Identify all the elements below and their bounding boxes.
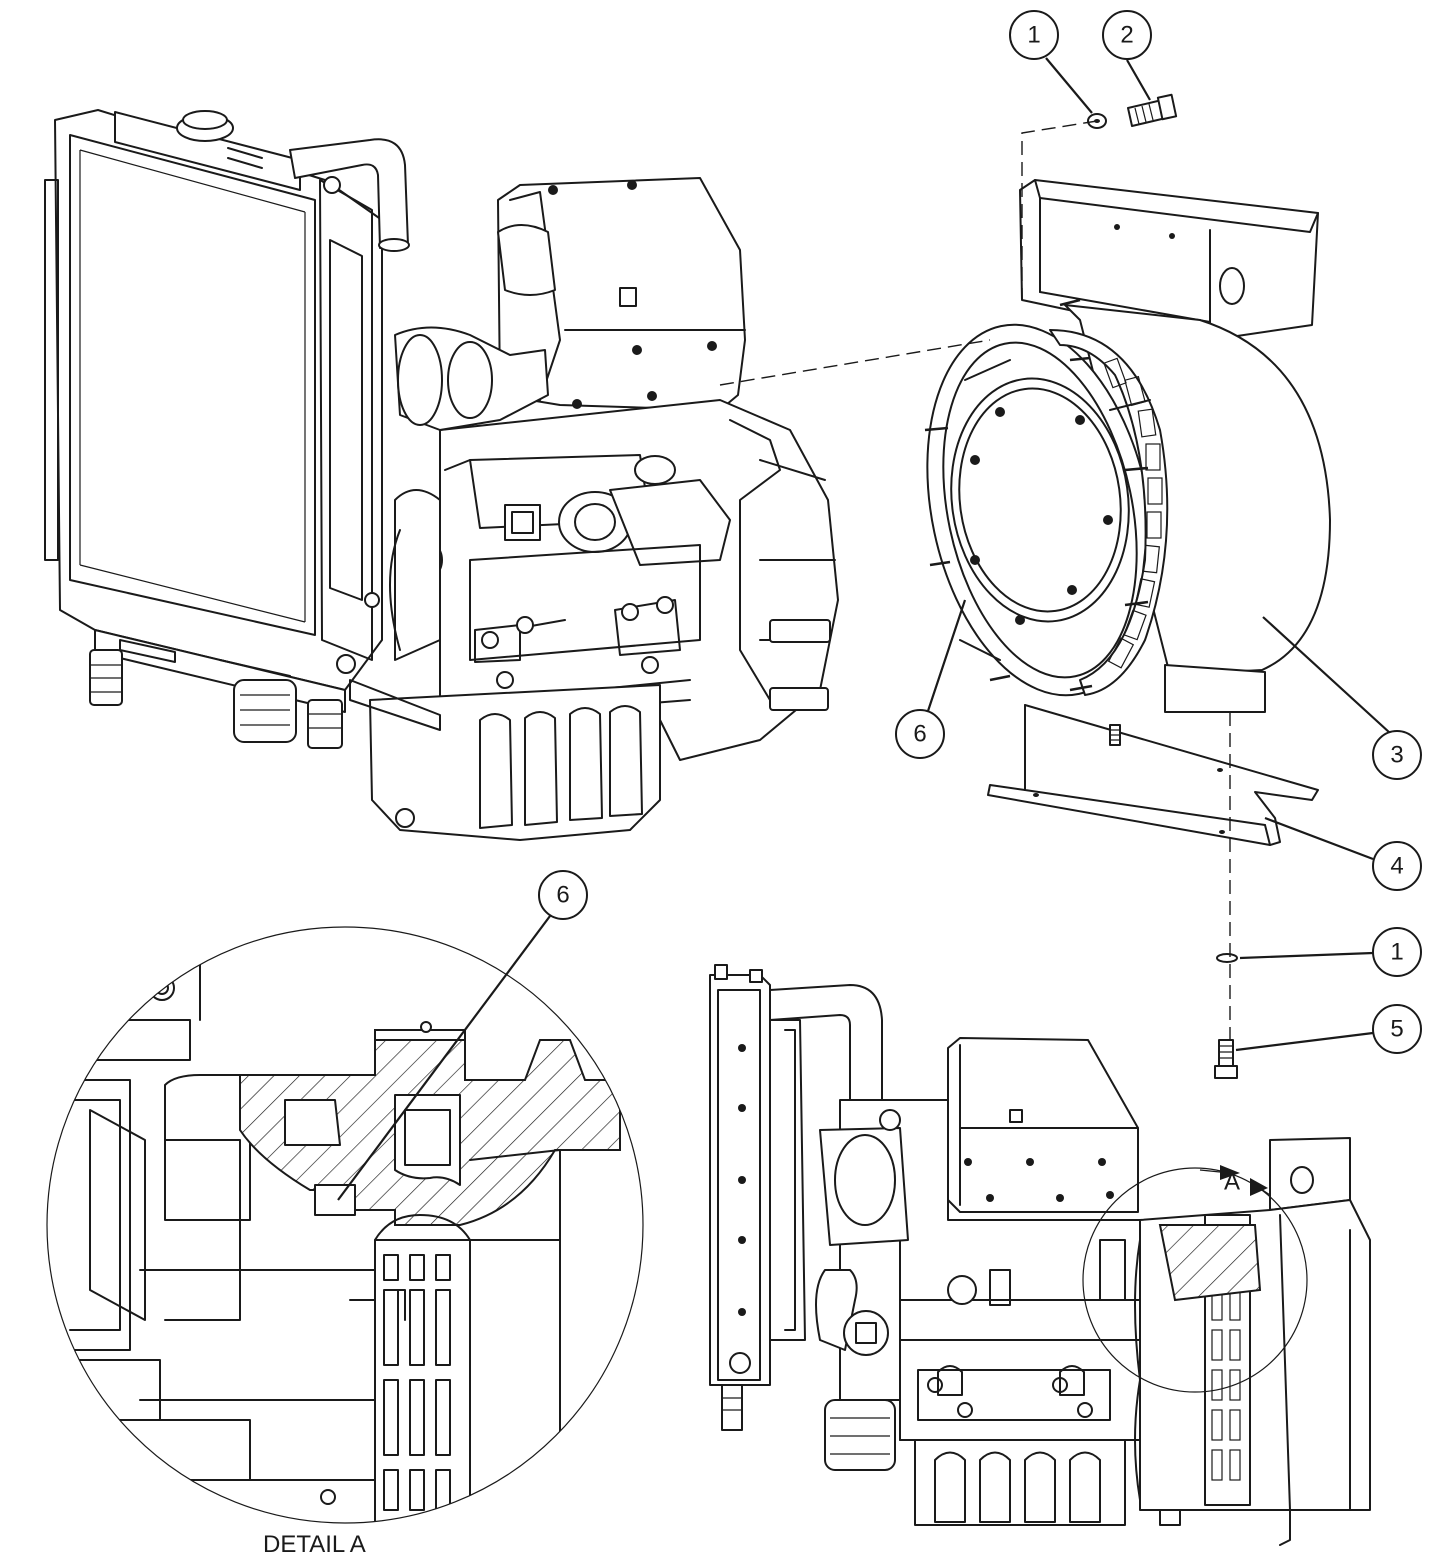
svg-text:1: 1 xyxy=(1390,939,1403,966)
balloon-6-upper: 6 xyxy=(895,709,945,759)
svg-text:2: 2 xyxy=(1120,22,1133,49)
section-arrow-left xyxy=(1220,1165,1240,1180)
balloon-3: 3 xyxy=(1372,730,1422,780)
washer-icon xyxy=(1216,953,1238,963)
section-arrow-right xyxy=(1250,1178,1268,1196)
assembly-center-lines xyxy=(719,120,1231,1040)
svg-text:1: 1 xyxy=(1027,22,1040,49)
balloon-6-detail: 6 xyxy=(538,870,588,920)
svg-text:4: 4 xyxy=(1390,853,1403,880)
section-marker: A xyxy=(1224,1169,1240,1196)
balloon-2-top: 2 xyxy=(1102,10,1152,60)
bolt-icon xyxy=(1214,1039,1238,1079)
svg-text:5: 5 xyxy=(1390,1016,1403,1043)
balloon-1-top: 1 xyxy=(1009,10,1059,60)
bolt-icon xyxy=(1127,93,1178,127)
detail-caption: DETAIL A xyxy=(263,1531,366,1557)
svg-text:6: 6 xyxy=(913,721,926,748)
mounting-bracket-icon xyxy=(987,704,1319,846)
balloon-4: 4 xyxy=(1372,841,1422,891)
balloon-1-lower: 1 xyxy=(1372,927,1422,977)
detail-magnifier-circle-icon xyxy=(46,926,644,1524)
svg-text:6: 6 xyxy=(556,882,569,909)
balloon-5: 5 xyxy=(1372,1004,1422,1054)
generator-end-housing-icon xyxy=(924,179,1331,713)
engine-radiator-assembly-icon xyxy=(44,109,839,841)
svg-text:3: 3 xyxy=(1390,742,1403,769)
engine-side-view-icon: A xyxy=(709,964,1371,1546)
callouts: 1 2 3 4 6 6 xyxy=(337,10,1422,1201)
